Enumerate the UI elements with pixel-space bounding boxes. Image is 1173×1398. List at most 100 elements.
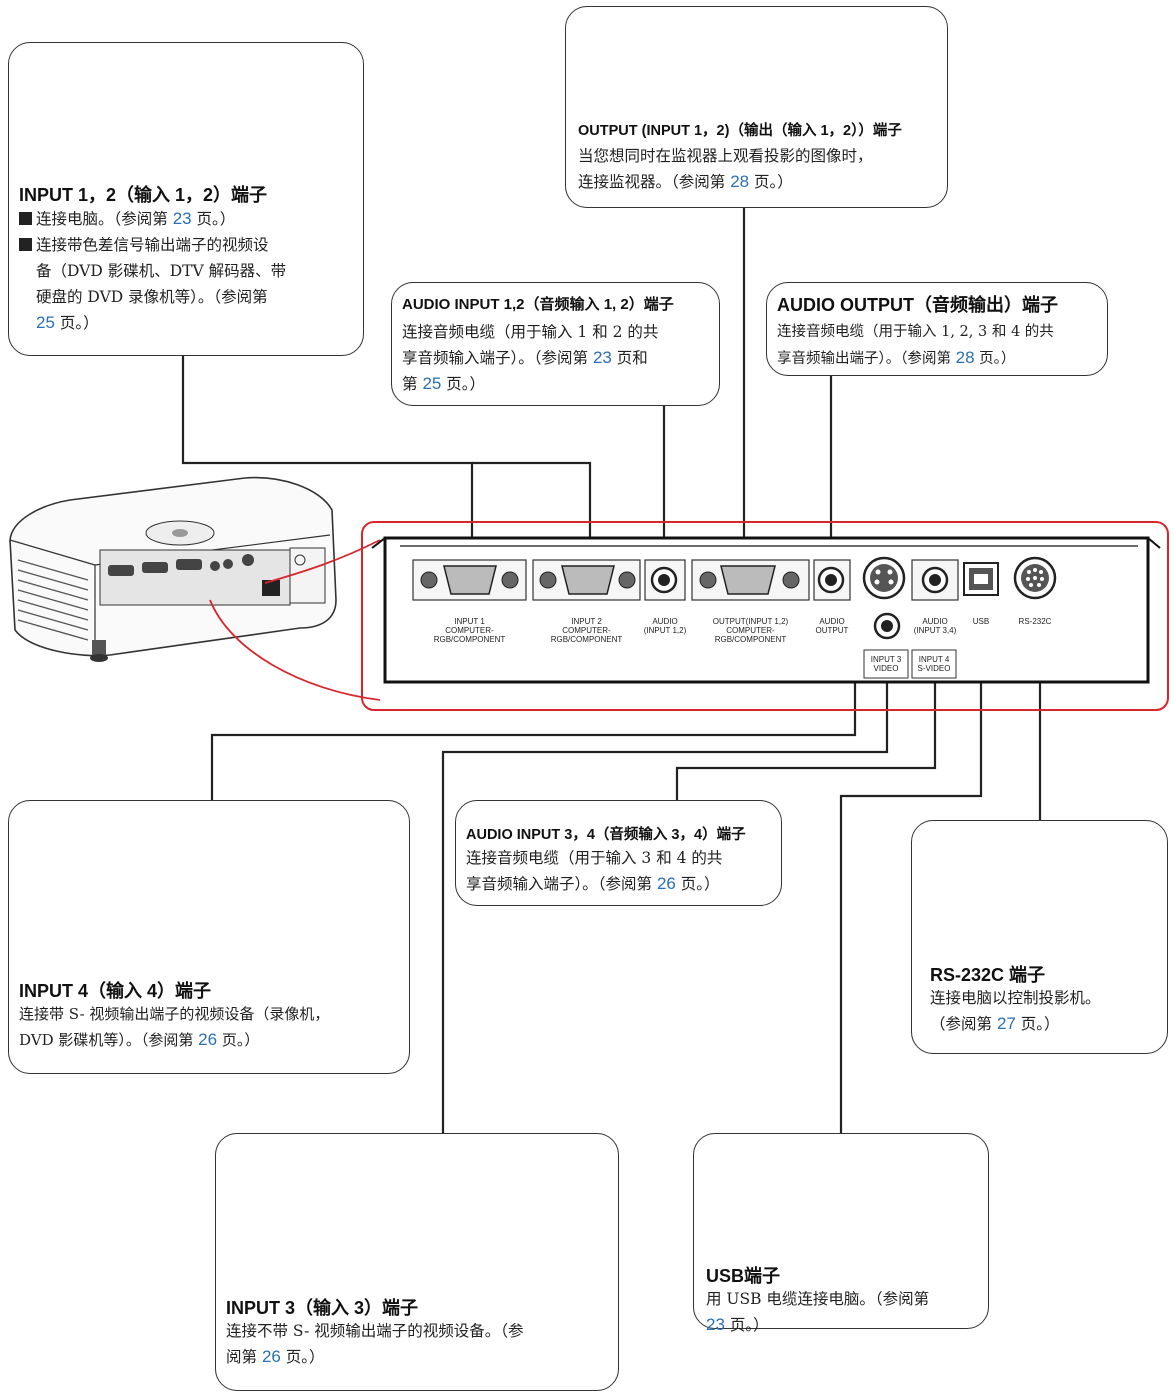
panel-input4-a: INPUT 4 bbox=[918, 655, 950, 664]
monitor-output-line2: 连接监视器。（参阅第 28 页。） bbox=[578, 169, 873, 195]
panel-input2-text: INPUT 2 bbox=[571, 617, 602, 626]
bullet-square bbox=[19, 238, 32, 251]
audio-in12-callout: AUDIO INPUT 1,2（音频输入 1, 2）端子 连接音频电缆（用于输入… bbox=[391, 282, 720, 406]
rs232-desc: 连接电脑以控制投影机。 （参阅第 27 页。） bbox=[930, 985, 1101, 1037]
audio-in34-line2-end: 页。） bbox=[675, 875, 720, 893]
input3-line1: 连接不带 S- 视频输出端子的视频设备。（参 bbox=[226, 1322, 524, 1340]
panel-input2-sub: COMPUTER-RGB/COMPONENT bbox=[550, 626, 623, 644]
monitor-output-line2-end: 页。） bbox=[749, 173, 793, 191]
rs232-title: RS-232C 端子 bbox=[930, 965, 1046, 985]
panel-audio-out-b: OUTPUT bbox=[815, 626, 849, 635]
panel-label-input3: INPUT 3 VIDEO bbox=[864, 655, 908, 673]
panel-label-output: OUTPUT(INPUT 1,2) COMPUTER-RGB/COMPONENT bbox=[692, 617, 809, 644]
rs232-line2-text: （参阅第 bbox=[930, 1015, 997, 1033]
input12-bullet2: 连接带色差信号输出端子的视频设 bbox=[19, 232, 286, 258]
input3-line2-end: 页。） bbox=[280, 1348, 325, 1366]
audio-out-desc: 连接音频电缆（用于输入 1, 2, 3 和 4 的共 享音频输出端子）。（参阅第… bbox=[777, 319, 1054, 372]
audio-in12-desc: 连接音频电缆（用于输入 1 和 2 的共 享音频输入端子）。（参阅第 23 页和… bbox=[402, 319, 658, 397]
panel-input3-a: INPUT 3 bbox=[870, 655, 902, 664]
panel-label-input2: INPUT 2 COMPUTER-RGB/COMPONENT bbox=[533, 617, 640, 644]
input3-desc: 连接不带 S- 视频输出端子的视频设备。（参 阅第 26 页。） bbox=[226, 1318, 524, 1370]
usb-line1: 用 USB 电缆连接电脑。（参阅第 bbox=[706, 1290, 930, 1308]
panel-input3-b: VIDEO bbox=[873, 664, 899, 673]
audio-in12-line3-text: 第 bbox=[402, 375, 423, 393]
audio-out-line2-end: 页。） bbox=[974, 351, 1016, 367]
usb-line2-end: 页。） bbox=[724, 1316, 769, 1334]
input12-b2-line2: 备（DVD 影碟机、DTV 解码器、带 bbox=[36, 262, 287, 280]
audio-in12-line2-end: 页和 bbox=[611, 349, 648, 367]
rs232-line2: （参阅第 27 页。） bbox=[930, 1011, 1101, 1037]
panel-label-rs232: RS-232C bbox=[1010, 617, 1060, 626]
audio-in12-title: AUDIO INPUT 1,2（音频输入 1, 2）端子 bbox=[402, 296, 674, 313]
panel-label-audio34: AUDIO (INPUT 3,4) bbox=[910, 617, 960, 635]
panel-rs232-text: RS-232C bbox=[1018, 617, 1052, 626]
input4-line1: 连接带 S- 视频输出端子的视频设备（录像机， bbox=[19, 1005, 330, 1023]
input4-title: INPUT 4（输入 4）端子 bbox=[19, 981, 212, 1001]
input12-callout: INPUT 1，2（输入 1，2）端子 连接电脑。（参阅第 23 页。） 连接带… bbox=[8, 42, 364, 356]
monitor-output-page-link[interactable]: 28 bbox=[730, 172, 750, 191]
input12-b1-end: 页。） bbox=[191, 210, 236, 228]
audio-in12-line2: 享音频输入端子）。（参阅第 23 页和 bbox=[402, 345, 658, 371]
audio-in12-page2-link[interactable]: 25 bbox=[422, 374, 442, 393]
input12-b1-page-link[interactable]: 23 bbox=[172, 209, 192, 228]
rear-panel bbox=[371, 536, 1161, 684]
monitor-output-line2-text: 连接监视器。（参阅第 bbox=[578, 173, 731, 191]
usb-line2: 23 页。） bbox=[706, 1312, 929, 1338]
audio-in12-page1-link[interactable]: 23 bbox=[592, 348, 612, 367]
monitor-output-desc: 当您想同时在监视器上观看投影的图像时， 连接监视器。（参阅第 28 页。） bbox=[578, 143, 873, 195]
panel-usb-text: USB bbox=[972, 617, 990, 626]
audio-in34-line2: 享音频输入端子）。（参阅第 26 页。） bbox=[466, 871, 722, 897]
input12-b1-text: 连接电脑。（参阅第 bbox=[36, 210, 173, 228]
usb-desc: 用 USB 电缆连接电脑。（参阅第 23 页。） bbox=[706, 1286, 929, 1338]
audio-in34-callout: AUDIO INPUT 3，4（音频输入 3，4）端子 连接音频电缆（用于输入 … bbox=[455, 800, 782, 906]
audio-in34-page-link[interactable]: 26 bbox=[656, 874, 676, 893]
panel-label-audio-out: AUDIO OUTPUT bbox=[812, 617, 852, 635]
audio-out-line1: 连接音频电缆（用于输入 1, 2, 3 和 4 的共 bbox=[777, 324, 1054, 340]
monitor-output-title: OUTPUT (INPUT 1，2)（输出（输入 1，2））端子 bbox=[578, 123, 902, 139]
line-input3 bbox=[441, 660, 889, 1133]
panel-audio12-a: AUDIO bbox=[652, 617, 678, 626]
input4-page-link[interactable]: 26 bbox=[198, 1030, 218, 1049]
input12-desc: 连接电脑。（参阅第 23 页。） 连接带色差信号输出端子的视频设 备（DVD 影… bbox=[19, 206, 286, 336]
panel-label-usb: USB bbox=[964, 617, 998, 626]
input4-line2-end: 页。） bbox=[217, 1031, 260, 1049]
audio-out-page-link[interactable]: 28 bbox=[955, 348, 975, 367]
audio-in34-line1: 连接音频电缆（用于输入 3 和 4 的共 bbox=[466, 849, 723, 867]
usb-callout: USB端子 用 USB 电缆连接电脑。（参阅第 23 页。） bbox=[693, 1133, 989, 1334]
audio-out-title: AUDIO OUTPUT（音频输出）端子 bbox=[777, 295, 1058, 315]
rs232-page-link[interactable]: 27 bbox=[996, 1014, 1016, 1033]
audio-out-line2: 享音频输出端子）。（参阅第 28 页。） bbox=[777, 345, 1054, 372]
panel-audio12-b: (INPUT 1,2) bbox=[643, 626, 687, 635]
input3-line2-text: 阅第 bbox=[226, 1348, 262, 1366]
line-usb bbox=[839, 580, 983, 1133]
monitor-output-line1: 当您想同时在监视器上观看投影的图像时， bbox=[578, 147, 873, 165]
input12-bullet1: 连接电脑。（参阅第 23 页。） bbox=[19, 206, 286, 232]
panel-audio34-a: AUDIO bbox=[922, 617, 948, 626]
input4-line2-text: DVD 影碟机等）。（参阅第 bbox=[19, 1031, 199, 1049]
audio-in12-line1: 连接音频电缆（用于输入 1 和 2 的共 bbox=[402, 323, 659, 341]
audio-in12-line2-text: 享音频输入端子）。（参阅第 bbox=[402, 349, 593, 367]
panel-input1-text: INPUT 1 bbox=[454, 617, 485, 626]
input3-page-link[interactable]: 26 bbox=[261, 1347, 281, 1366]
panel-output-text: OUTPUT(INPUT 1,2) bbox=[712, 617, 789, 626]
input3-callout: INPUT 3（输入 3）端子 连接不带 S- 视频输出端子的视频设备。（参 阅… bbox=[215, 1133, 619, 1391]
monitor-output-callout: OUTPUT (INPUT 1，2)（输出（输入 1，2））端子 当您想同时在监… bbox=[565, 6, 948, 208]
rs232-line2-end: 页。） bbox=[1015, 1015, 1060, 1033]
panel-input1-sub: COMPUTER-RGB/COMPONENT bbox=[433, 626, 506, 644]
input12-title: INPUT 1，2（输入 1，2）端子 bbox=[19, 185, 268, 205]
input12-b2-page-link[interactable]: 25 bbox=[36, 313, 55, 332]
rs232-line1: 连接电脑以控制投影机。 bbox=[930, 989, 1101, 1007]
panel-output-sub: COMPUTER-RGB/COMPONENT bbox=[714, 626, 787, 644]
input4-line2: DVD 影碟机等）。（参阅第 26 页。） bbox=[19, 1027, 329, 1053]
panel-label-input4: INPUT 4 S-VIDEO bbox=[912, 655, 956, 673]
usb-page-link[interactable]: 23 bbox=[706, 1315, 725, 1334]
input12-b2-line1: 连接带色差信号输出端子的视频设 bbox=[36, 236, 269, 254]
audio-in12-line3-end: 页。） bbox=[441, 375, 486, 393]
audio-in12-line3: 第 25 页。） bbox=[402, 371, 658, 397]
audio-in34-line2-text: 享音频输入端子）。（参阅第 bbox=[466, 875, 657, 893]
panel-highlight bbox=[361, 521, 1169, 711]
line-input1 bbox=[181, 356, 474, 585]
panel-audio-out-a: AUDIO bbox=[819, 617, 845, 626]
projector-illustration bbox=[9, 476, 337, 662]
audio-out-callout: AUDIO OUTPUT（音频输出）端子 连接音频电缆（用于输入 1, 2, 3… bbox=[766, 282, 1108, 376]
